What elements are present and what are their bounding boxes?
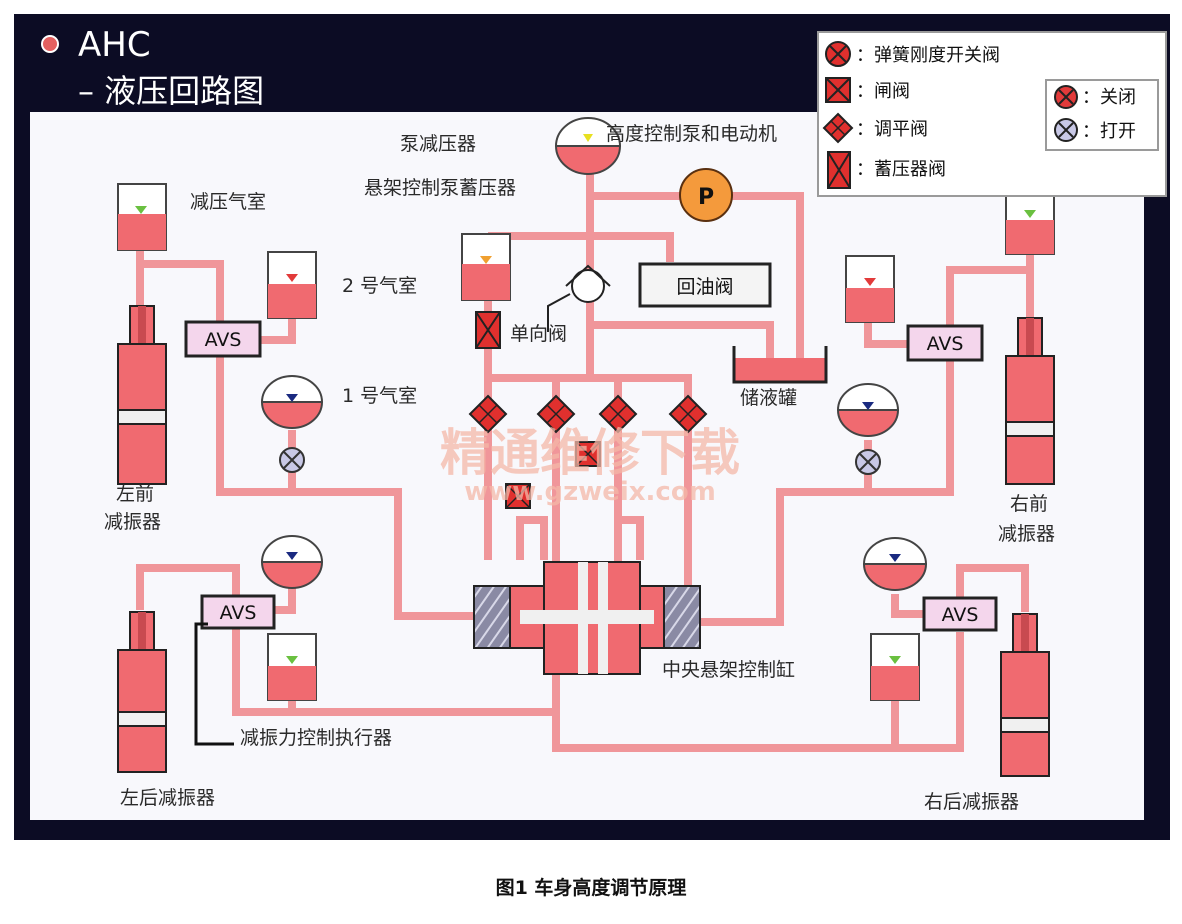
central-suspension-cylinder [473, 561, 701, 675]
pump-symbol: P [698, 185, 714, 210]
spring-rate-valve-open-left [279, 447, 305, 473]
gate-valve-icon [825, 77, 851, 103]
decompress-chamber-label: 减压气室 [190, 191, 266, 213]
legend-gate-valve-label: ：闸阀 [856, 81, 910, 102]
leveling-valves [468, 394, 708, 434]
leveling-valve-icon [822, 112, 854, 144]
figure-caption: 图1 车身高度调节原理 [495, 877, 687, 899]
avs-rear-left-label: AVS [220, 602, 257, 624]
reservoir-label: 储液罐 [740, 387, 797, 409]
chamber-2-label: 2 号气室 [342, 275, 417, 297]
front-right-shock [1005, 317, 1055, 485]
watermark-title: 精通维修下载 [440, 424, 740, 482]
damping-actuator-label: 减振力控制执行器 [240, 727, 392, 749]
spring-rate-valve-open-right [855, 449, 881, 475]
check-valve-label: 单向阀 [510, 323, 567, 345]
right-decompress-chamber [1005, 187, 1055, 255]
rear-right-chamber-1 [862, 537, 928, 591]
rear-right-chamber-2 [870, 633, 920, 701]
title-bullet-icon [41, 35, 59, 53]
check-valve [547, 264, 611, 332]
decompress-chamber [117, 183, 167, 251]
leveling-valve [536, 394, 576, 434]
right-chamber-1 [836, 383, 900, 437]
right-chamber-2 [845, 255, 895, 323]
closed-state-icon [1054, 85, 1078, 109]
avs-front-right-label: AVS [927, 333, 964, 355]
chamber-1-label: 1 号气室 [342, 385, 417, 407]
page-subtitle: – 液压回路图 [78, 72, 264, 110]
rear-left-chamber-2 [267, 633, 317, 701]
chamber-2 [267, 251, 317, 319]
front-left-label-1: 左前 [116, 483, 154, 505]
page-title: AHC [78, 25, 151, 65]
front-left-label-2: 减振器 [104, 511, 161, 533]
leveling-valve [668, 394, 708, 434]
leveling-valve [468, 394, 508, 434]
legend-accumulator-valve-label: ：蓄压器阀 [856, 159, 946, 180]
accumulator-valve-icon [827, 151, 851, 189]
chamber-1 [260, 375, 324, 429]
avs-rear-right: AVS [922, 596, 998, 632]
central-cylinder-label: 中央悬架控制缸 [662, 659, 795, 681]
legend-leveling-valve-label: ：调平阀 [856, 119, 928, 140]
avs-front-left-label: AVS [205, 329, 242, 351]
pump-accumulator [461, 233, 511, 301]
actuator-leader-line [194, 622, 234, 746]
pump-damper [554, 117, 622, 175]
watermark-url: www.gzweix.com [464, 477, 716, 507]
accumulator-valve [475, 311, 501, 349]
reservoir [732, 346, 828, 384]
pump-accumulator-label: 悬架控制泵蓄压器 [364, 177, 516, 199]
avs-front-left: AVS [184, 320, 262, 358]
spring-rate-switch-valve-icon [825, 41, 851, 67]
legend-spring-valve-label: ：弹簧刚度开关阀 [856, 45, 1000, 66]
front-right-label-1: 右前 [1010, 493, 1048, 515]
avs-rear-right-label: AVS [942, 604, 979, 626]
open-state-icon [1054, 118, 1078, 142]
legend-closed-label: ：关闭 [1082, 87, 1136, 108]
pump-damper-label: 泵减压器 [400, 133, 476, 155]
return-valve-label: 回油阀 [676, 276, 733, 298]
front-right-label-2: 减振器 [998, 523, 1055, 545]
leveling-valve [598, 394, 638, 434]
avs-front-right: AVS [906, 324, 984, 362]
rear-right-shock [1000, 613, 1050, 777]
legend-open-label: ：打开 [1082, 121, 1136, 142]
avs-rear-left: AVS [200, 594, 276, 630]
rear-left-label: 左后减振器 [120, 787, 215, 809]
rear-right-label: 右后减振器 [924, 791, 1019, 813]
rear-left-chamber-1 [260, 535, 324, 589]
pump-motor-label: 高度控制泵和电动机 [606, 123, 777, 145]
rear-left-shock [117, 611, 167, 773]
gate-valve [575, 441, 601, 467]
return-valve: 回油阀 [638, 262, 772, 308]
front-left-shock [117, 305, 167, 485]
gate-valve [505, 483, 531, 509]
legend: ：弹簧刚度开关阀 ：闸阀 ：调平阀 ：蓄压器阀 ：关闭 [817, 31, 1167, 197]
pump: P [679, 168, 733, 222]
